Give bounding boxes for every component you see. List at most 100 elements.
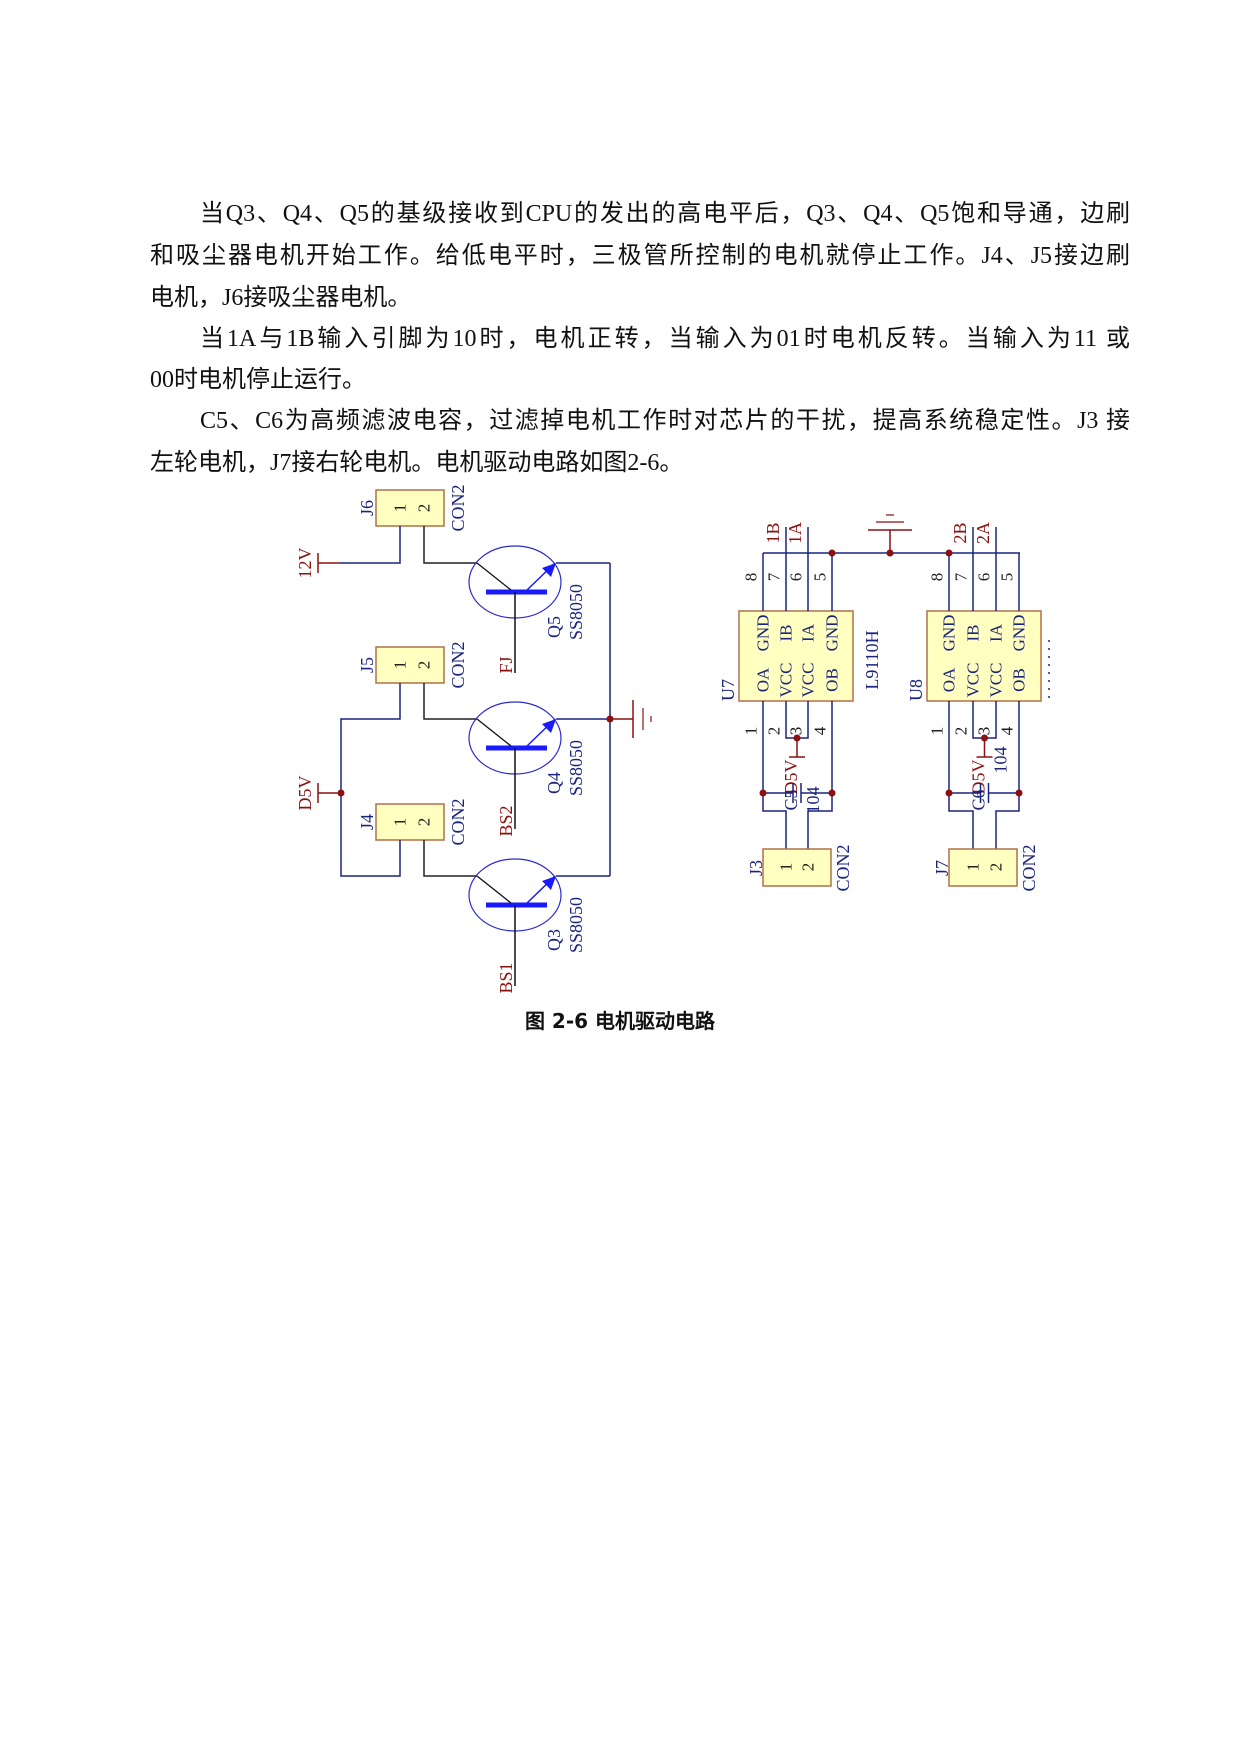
connector-type: CON2 — [1019, 844, 1039, 891]
pin-number: 2 — [415, 504, 434, 513]
connector-ref: J4 — [357, 814, 377, 830]
pin-label: IA — [799, 623, 818, 642]
collector-wire — [423, 840, 477, 877]
text-line: 当1A与1B输入引脚为10时，电机正转，当输入为01时电机反转。当输入为11 或 — [200, 326, 1130, 352]
pin-number: 2 — [799, 863, 818, 872]
wire — [807, 701, 833, 849]
junction-dot — [945, 549, 953, 557]
ic-u7 — [738, 610, 854, 702]
connector-j3 — [762, 848, 832, 887]
capacitor-value: 104 — [803, 787, 823, 814]
power-label-d5v: D5V — [295, 776, 315, 811]
pin-number: 1 — [742, 727, 761, 736]
connector-ref: J7 — [932, 860, 952, 876]
junction-dot — [759, 789, 767, 797]
wire — [340, 526, 401, 564]
pin-number: 7 — [952, 572, 971, 581]
text-line: 00时电机停止运行。 — [150, 367, 366, 393]
junction-dot — [886, 549, 894, 557]
pin-number: 8 — [928, 573, 947, 582]
net-label: 1A — [785, 522, 805, 544]
pin-number: 5 — [998, 573, 1017, 582]
power-label-12v: 12V — [295, 548, 315, 579]
junction-dot — [337, 789, 345, 797]
wire — [995, 701, 1020, 849]
pin-label: OA — [940, 667, 959, 692]
pin-number: 6 — [975, 573, 994, 582]
ic-part: L9110H — [862, 630, 882, 689]
capacitor-ref: C6 — [969, 789, 989, 810]
pin-number: 1 — [777, 863, 796, 872]
pin-number: 3 — [787, 727, 806, 736]
base-net-label: FJ — [496, 656, 516, 673]
emitter-arrow-icon — [542, 563, 556, 577]
connector-type: CON2 — [448, 798, 468, 845]
pin-label: OB — [823, 668, 842, 692]
pin-label: GND — [823, 615, 842, 652]
pin-label: IA — [987, 623, 1006, 642]
pin-number: 1 — [391, 504, 410, 513]
pin-number: 8 — [742, 573, 761, 582]
ic-ref: U7 — [718, 679, 738, 701]
pin-number: 6 — [787, 573, 806, 582]
capacitor-ref: C5 — [781, 789, 801, 810]
pin-label: OA — [754, 667, 773, 692]
pin-label: OB — [1010, 668, 1029, 692]
pin-number: 4 — [811, 726, 830, 735]
power-label: D5V — [781, 760, 801, 795]
ic-ref: U8 — [906, 679, 926, 701]
pin-number: 1 — [964, 863, 983, 872]
connector-ref: J5 — [357, 657, 377, 673]
ic-u8 — [926, 610, 1042, 702]
wire — [762, 701, 787, 849]
junction-dot — [828, 549, 836, 557]
connector-type: CON2 — [448, 484, 468, 531]
emitter-arrow-icon — [542, 876, 556, 890]
power-label: D5V — [969, 760, 989, 795]
connector-type: CON2 — [448, 641, 468, 688]
connector-j7 — [948, 848, 1018, 887]
wire — [340, 683, 401, 877]
pin-number: 5 — [811, 573, 830, 582]
transistor-collector — [476, 875, 512, 904]
emitter-arrow-icon — [542, 719, 556, 733]
pin-label: GND — [1010, 615, 1029, 652]
pin-label: VCC — [799, 663, 818, 698]
junction-dot — [828, 789, 836, 797]
pin-label: GND — [940, 615, 959, 652]
connector-type: CON2 — [833, 844, 853, 891]
base-net-label: BS2 — [496, 805, 516, 836]
collector-wire — [423, 526, 477, 564]
base-net-label: BS1 — [496, 962, 516, 993]
connector-j5 — [375, 646, 445, 684]
pin-number: 7 — [765, 572, 784, 581]
connector-j4 — [375, 803, 445, 841]
pin-number: 3 — [975, 727, 994, 736]
pin-number: 2 — [952, 727, 971, 736]
connector-j6 — [375, 489, 445, 527]
connector-ref: J6 — [357, 500, 377, 516]
connector-ref: J3 — [746, 860, 766, 876]
text-line: 左轮电机，J7接右轮电机。电机驱动电路如图2-6。 — [150, 450, 684, 476]
pin-label: VCC — [987, 663, 1006, 698]
transistor-part: SS8050 — [566, 740, 586, 796]
pin-number: 2 — [415, 818, 434, 827]
transistor-part: SS8050 — [566, 897, 586, 953]
pin-number: 4 — [998, 726, 1017, 735]
transistor-ref: Q4 — [544, 772, 564, 794]
transistor-part: SS8050 — [566, 584, 586, 640]
net-label: 2A — [973, 522, 993, 544]
transistor-ref: Q5 — [544, 616, 564, 638]
transistor-collector — [476, 562, 512, 591]
pin-number: 1 — [391, 661, 410, 670]
text-line: 当Q3、Q4、Q5的基级接收到CPU的发出的高电平后，Q3、Q4、Q5饱和导通，… — [200, 201, 1130, 227]
transistor-collector — [476, 718, 512, 747]
pin-label: IB — [777, 625, 796, 642]
pin-label: VCC — [777, 663, 796, 698]
pin-label: IB — [964, 625, 983, 642]
text-line: 和吸尘器电机开始工作。给低电平时，三极管所控制的电机就停止工作。J4、J5接边刷 — [150, 243, 1130, 269]
capacitor-value: 104 — [991, 747, 1011, 774]
net-label: 2B — [950, 522, 970, 543]
text-line: 电机，J6接吸尘器电机。 — [150, 285, 412, 311]
